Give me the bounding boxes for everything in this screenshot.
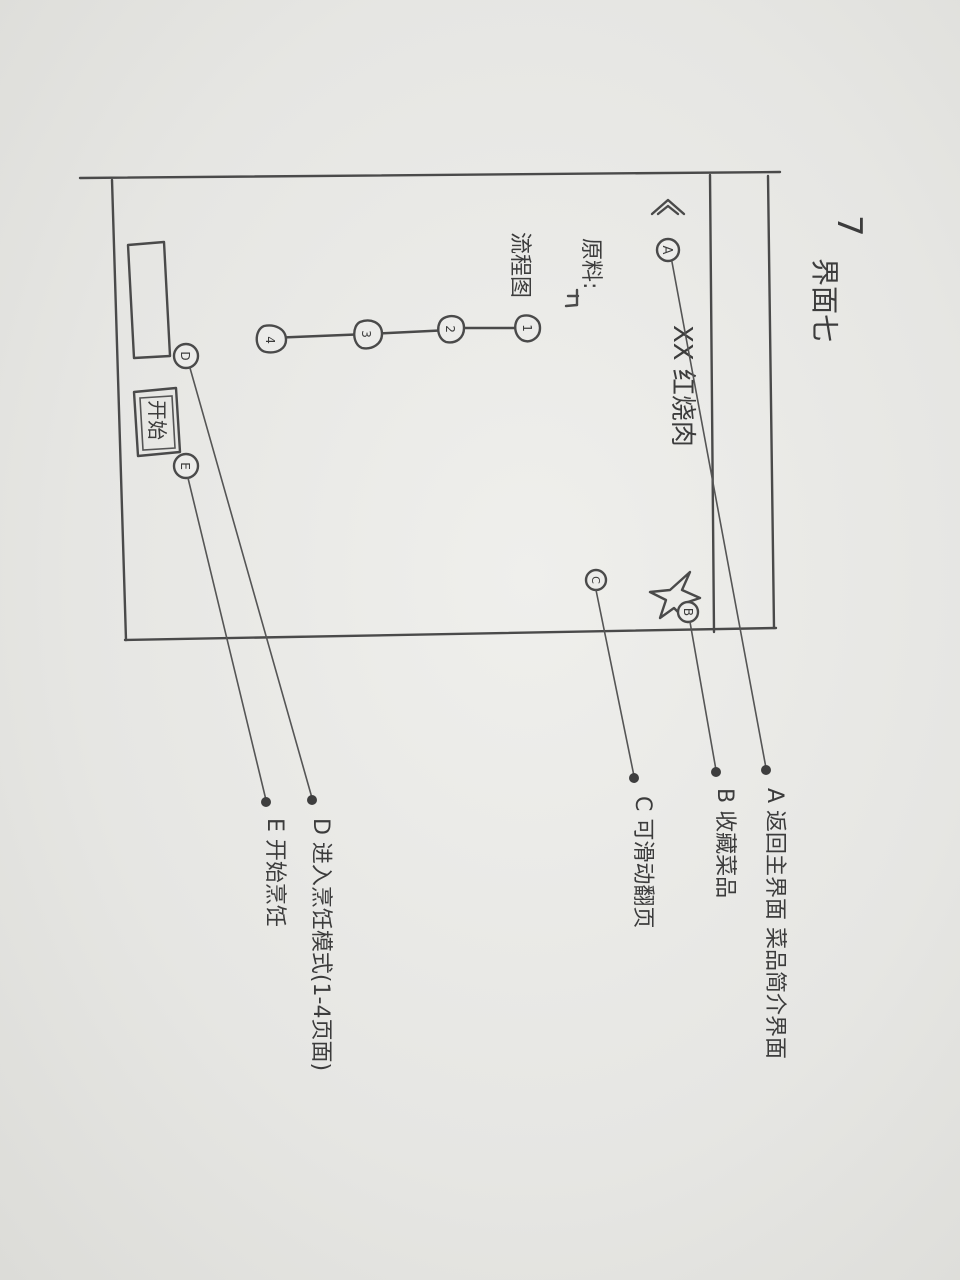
back-button[interactable]: A [652, 200, 684, 261]
step-node-2[interactable]: 2 [438, 316, 464, 342]
annotation-a: A 返回主界面 菜品简介界面 [762, 788, 787, 1059]
annotation-c: C 可滑动翻页 [630, 796, 655, 928]
step-node-3[interactable]: 3 [354, 321, 382, 349]
start-button-label: 开始 [145, 400, 169, 440]
step-label: 4 [263, 336, 277, 344]
step-label: 3 [359, 330, 373, 338]
marker-e: E [178, 462, 192, 470]
step-node-4[interactable]: 4 [257, 326, 286, 353]
annotation-b: B 收藏菜品 [712, 788, 737, 898]
ingredients-label: 原料: [578, 238, 603, 289]
step-node-1[interactable]: 1 [515, 316, 540, 342]
annotation-d: D 进入烹饪模式(1-4页面) [308, 818, 333, 1071]
marker-c: C [589, 576, 602, 584]
marker-b: B [681, 608, 695, 616]
marker-d: D [178, 351, 192, 360]
steps-flowchart: 1 2 3 4 [257, 316, 540, 353]
page-title: XX 红烧肉 [667, 325, 697, 447]
swipe-indicator[interactable]: C [586, 570, 606, 590]
sheet-label: 界面七 [808, 258, 841, 342]
steps-label: 流程图 [507, 232, 532, 298]
annotations: A 返回主界面 菜品简介界面 B 收藏菜品 C 可滑动翻页 D 进入烹饪模式(1… [262, 788, 787, 1071]
page-number: 7 [829, 215, 869, 237]
marker-a: A [659, 246, 674, 255]
start-button[interactable]: 开始 E [134, 388, 198, 478]
page-header: 7 界面七 [808, 215, 869, 342]
step-label: 2 [443, 325, 457, 333]
favorite-button[interactable]: B [650, 572, 700, 622]
step-label: 1 [520, 324, 534, 332]
cook-mode-bar[interactable]: D [128, 242, 198, 368]
annotation-e: E 开始烹饪 [262, 818, 287, 927]
